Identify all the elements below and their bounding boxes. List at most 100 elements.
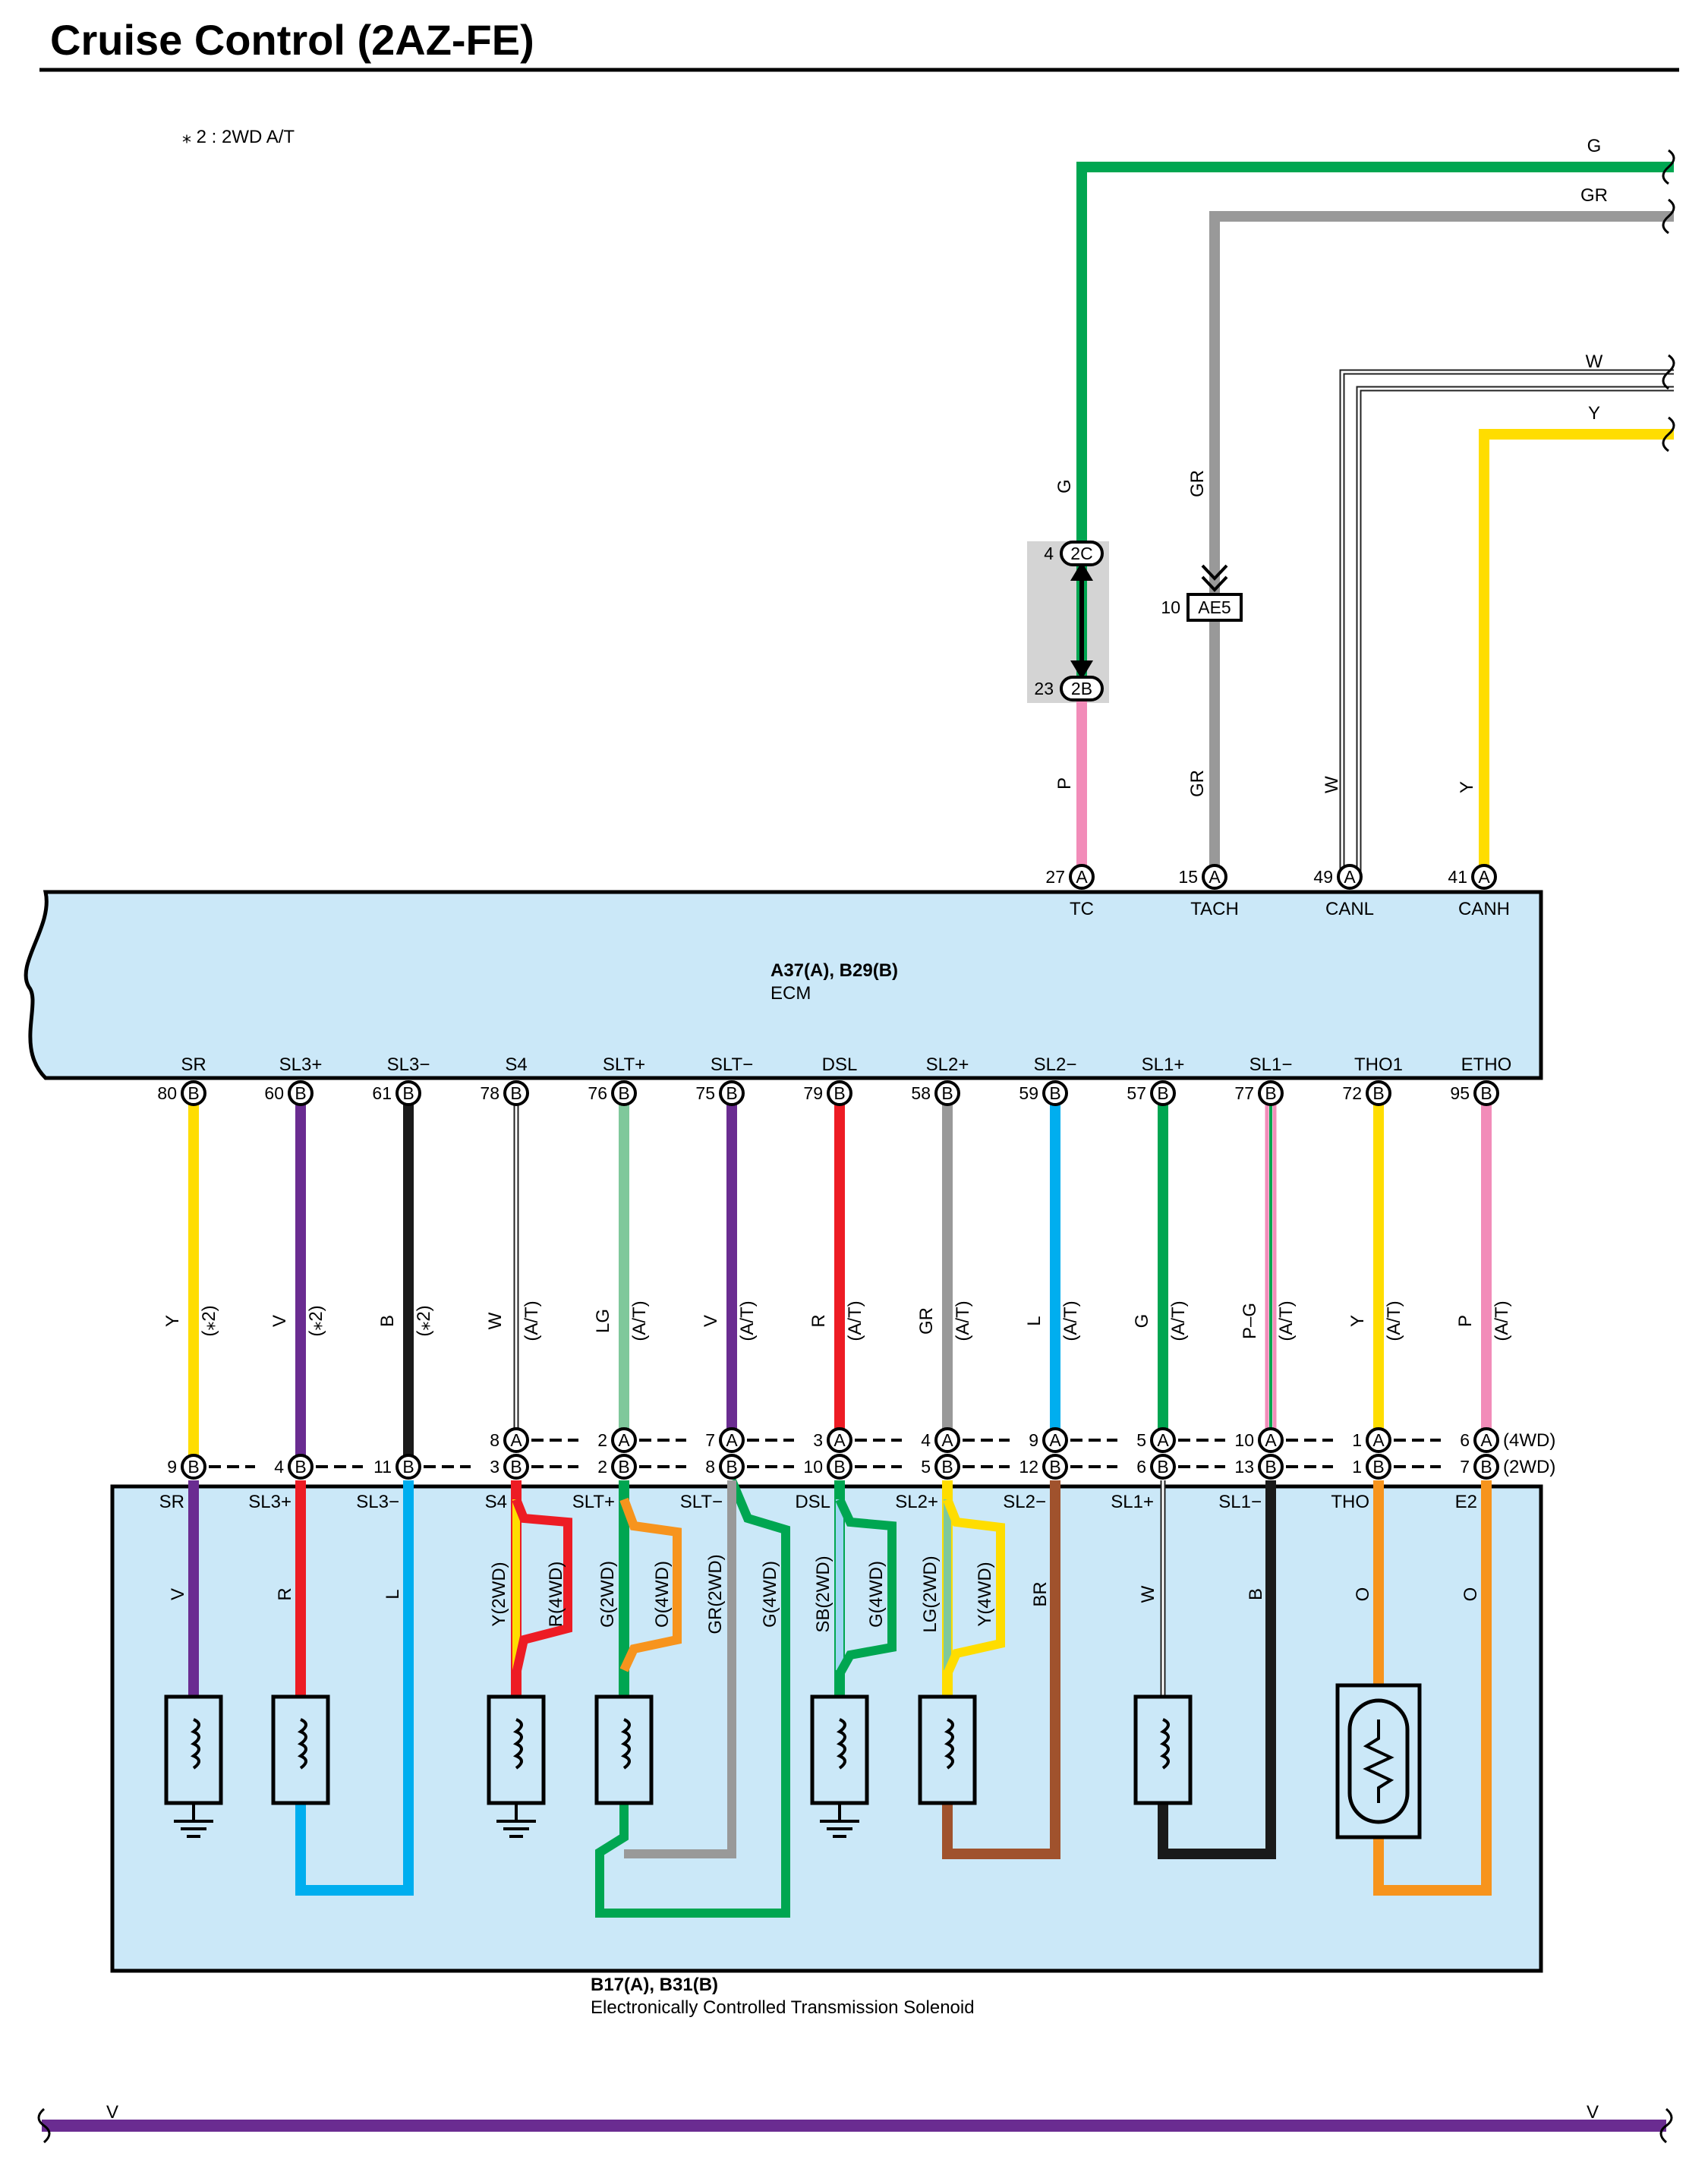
pin-2wd-12 xyxy=(1473,1454,1499,1480)
pin-4wd-9 xyxy=(1150,1427,1176,1453)
solenoid-wire-label: O(4WD) xyxy=(652,1561,673,1628)
ecm-pin-3 xyxy=(503,1080,529,1106)
pin-2wd-9 xyxy=(1150,1454,1176,1480)
solenoid-coil-dsl-winding xyxy=(836,1718,846,1770)
wire-note-label: (A/T) xyxy=(1384,1300,1404,1341)
row-label-2wd: (2WD) xyxy=(1503,1457,1555,1477)
sol-wire-sltn-g xyxy=(595,1478,790,1918)
wire-note-label: (A/T) xyxy=(1060,1300,1081,1341)
pin-2wd-5-letter: B xyxy=(726,1457,737,1477)
ecm-pin-number: 41 xyxy=(1448,867,1467,887)
solenoid-terminal-label: SLT− xyxy=(680,1492,723,1512)
wire-label-gr-lower: GR xyxy=(1187,770,1208,797)
pin-4wd-number: 6 xyxy=(1460,1430,1470,1450)
solenoid-terminal-label: SL3− xyxy=(356,1492,399,1512)
sol-wire-sl1n xyxy=(1158,1480,1276,1859)
ecm-pin-1-letter: B xyxy=(295,1083,306,1103)
pin-2wd-8-letter: B xyxy=(1049,1457,1060,1477)
ecm-pin-7-letter: B xyxy=(941,1083,953,1103)
ecm-pin-number: 72 xyxy=(1342,1083,1362,1103)
pin-2wd-10-letter: B xyxy=(1265,1457,1276,1477)
ecm-pin-number: 95 xyxy=(1450,1083,1470,1103)
junction-2c-pin: 4 xyxy=(1044,544,1054,563)
solenoid-wire-label: B xyxy=(1246,1588,1266,1600)
ecm-pin-top-tach xyxy=(1202,864,1227,890)
pin-4wd-4 xyxy=(611,1427,637,1453)
bottom-wire-label-right: V xyxy=(1587,2102,1599,2123)
ecm-pin-2-letter: B xyxy=(402,1083,414,1103)
solenoid-wire-label: L xyxy=(383,1589,403,1599)
pin-2wd-1 xyxy=(288,1454,314,1480)
wire-label-p: P xyxy=(1054,777,1075,790)
ecm-pin-number: 49 xyxy=(1313,867,1333,887)
ecm-terminal-label: CANL xyxy=(1325,899,1374,919)
solenoid-wire-label: G(4WD) xyxy=(760,1561,780,1628)
wire-note-label: (⁎2) xyxy=(199,1305,219,1336)
bottom-wire-label-left: V xyxy=(106,2102,118,2123)
ecm-pin-number: 61 xyxy=(372,1083,392,1103)
pin-2wd-7-letter: B xyxy=(941,1457,953,1477)
wire-color-label: B xyxy=(377,1315,398,1327)
solenoid-terminal-label: DSL xyxy=(795,1492,830,1512)
ecm-pin-4 xyxy=(611,1080,637,1106)
pin-4wd-12-letter: A xyxy=(1480,1430,1492,1450)
ecm-pin-top-canh xyxy=(1471,864,1497,890)
ecm-pin-top-tach-letter: A xyxy=(1209,867,1221,887)
sol-wire-sl3n xyxy=(295,1480,414,1896)
pin-2wd-3-letter: B xyxy=(510,1457,522,1477)
ecm-pin-6-letter: B xyxy=(834,1083,845,1103)
ecm-terminal-label: SLT− xyxy=(711,1054,753,1075)
pin-4wd-4-letter: A xyxy=(618,1430,630,1450)
sol-wire-sl2p-y4 xyxy=(943,1497,1005,1676)
ecm-terminal-label: SL1− xyxy=(1249,1054,1293,1075)
pin-4wd-number: 10 xyxy=(1234,1430,1254,1450)
pin-4wd-5-letter: A xyxy=(726,1430,738,1450)
ecm-pin-5-letter: B xyxy=(726,1083,737,1103)
pin-4wd-3-letter: A xyxy=(510,1430,522,1450)
page-title: Cruise Control (2AZ-FE) xyxy=(50,16,534,64)
pin-2wd-12-letter: B xyxy=(1480,1457,1492,1477)
junction-2b-pin: 23 xyxy=(1034,679,1054,698)
solenoid-coil-sl3-winding xyxy=(297,1718,307,1770)
ecm-pin-number: 77 xyxy=(1234,1083,1254,1103)
ecm-terminal-label: TC xyxy=(1070,899,1094,919)
right-lead-label: W xyxy=(1586,351,1603,372)
ecm-terminal-label: SL3− xyxy=(387,1054,430,1075)
ecm-pin-top-canh-letter: A xyxy=(1478,867,1490,887)
ecm-pin-top-tc xyxy=(1069,864,1095,890)
pin-2wd-1-letter: B xyxy=(295,1457,306,1477)
pin-4wd-10-letter: A xyxy=(1265,1430,1277,1450)
right-lead-label: Y xyxy=(1588,403,1600,424)
solenoid-connector-ids: B17(A), B31(B) xyxy=(591,1975,718,1995)
solenoid-wire-label: Y(2WD) xyxy=(489,1562,509,1626)
pin-2wd-number: 1 xyxy=(1352,1457,1362,1477)
thermistor-box xyxy=(1335,1683,1422,1839)
wire-note-label: (A/T) xyxy=(522,1300,542,1341)
connector-ae5 xyxy=(1186,593,1243,622)
solenoid-coil-sl2-winding xyxy=(944,1718,954,1770)
pin-2wd-number: 6 xyxy=(1136,1457,1146,1477)
pin-4wd-9-letter: A xyxy=(1157,1430,1169,1450)
wire-color-label: R xyxy=(808,1314,829,1327)
footnote: ⁎ 2 : 2WD A/T xyxy=(182,127,295,147)
break-mark-left xyxy=(37,2107,51,2144)
pin-2wd-number: 10 xyxy=(803,1457,823,1477)
solenoid-wire-label: BR xyxy=(1030,1581,1051,1606)
solenoid-coil-sl1 xyxy=(1133,1694,1193,1805)
ecm-pin-9-letter: B xyxy=(1157,1083,1168,1103)
pin-2wd-number: 7 xyxy=(1460,1457,1470,1477)
wire-note-label: (A/T) xyxy=(845,1300,865,1341)
wire-note-label: (A/T) xyxy=(1492,1300,1512,1341)
pin-2wd-11 xyxy=(1366,1454,1391,1480)
solenoid-terminal-label: THO xyxy=(1331,1492,1369,1512)
right-lead-label: G xyxy=(1587,136,1602,156)
wire-color-label: W xyxy=(485,1312,506,1329)
ecm-pin-number: 76 xyxy=(588,1083,607,1103)
solenoid-coil-sl1-winding xyxy=(1159,1718,1170,1770)
sol-wire-dsl-g4 xyxy=(835,1497,897,1676)
ecm-pin-12-letter: B xyxy=(1480,1083,1492,1103)
pin-4wd-11 xyxy=(1366,1427,1391,1453)
ecm-terminal-label: THO1 xyxy=(1354,1054,1403,1075)
solenoid-wire-label: O xyxy=(1461,1587,1481,1602)
pin-2wd-4 xyxy=(611,1454,637,1480)
